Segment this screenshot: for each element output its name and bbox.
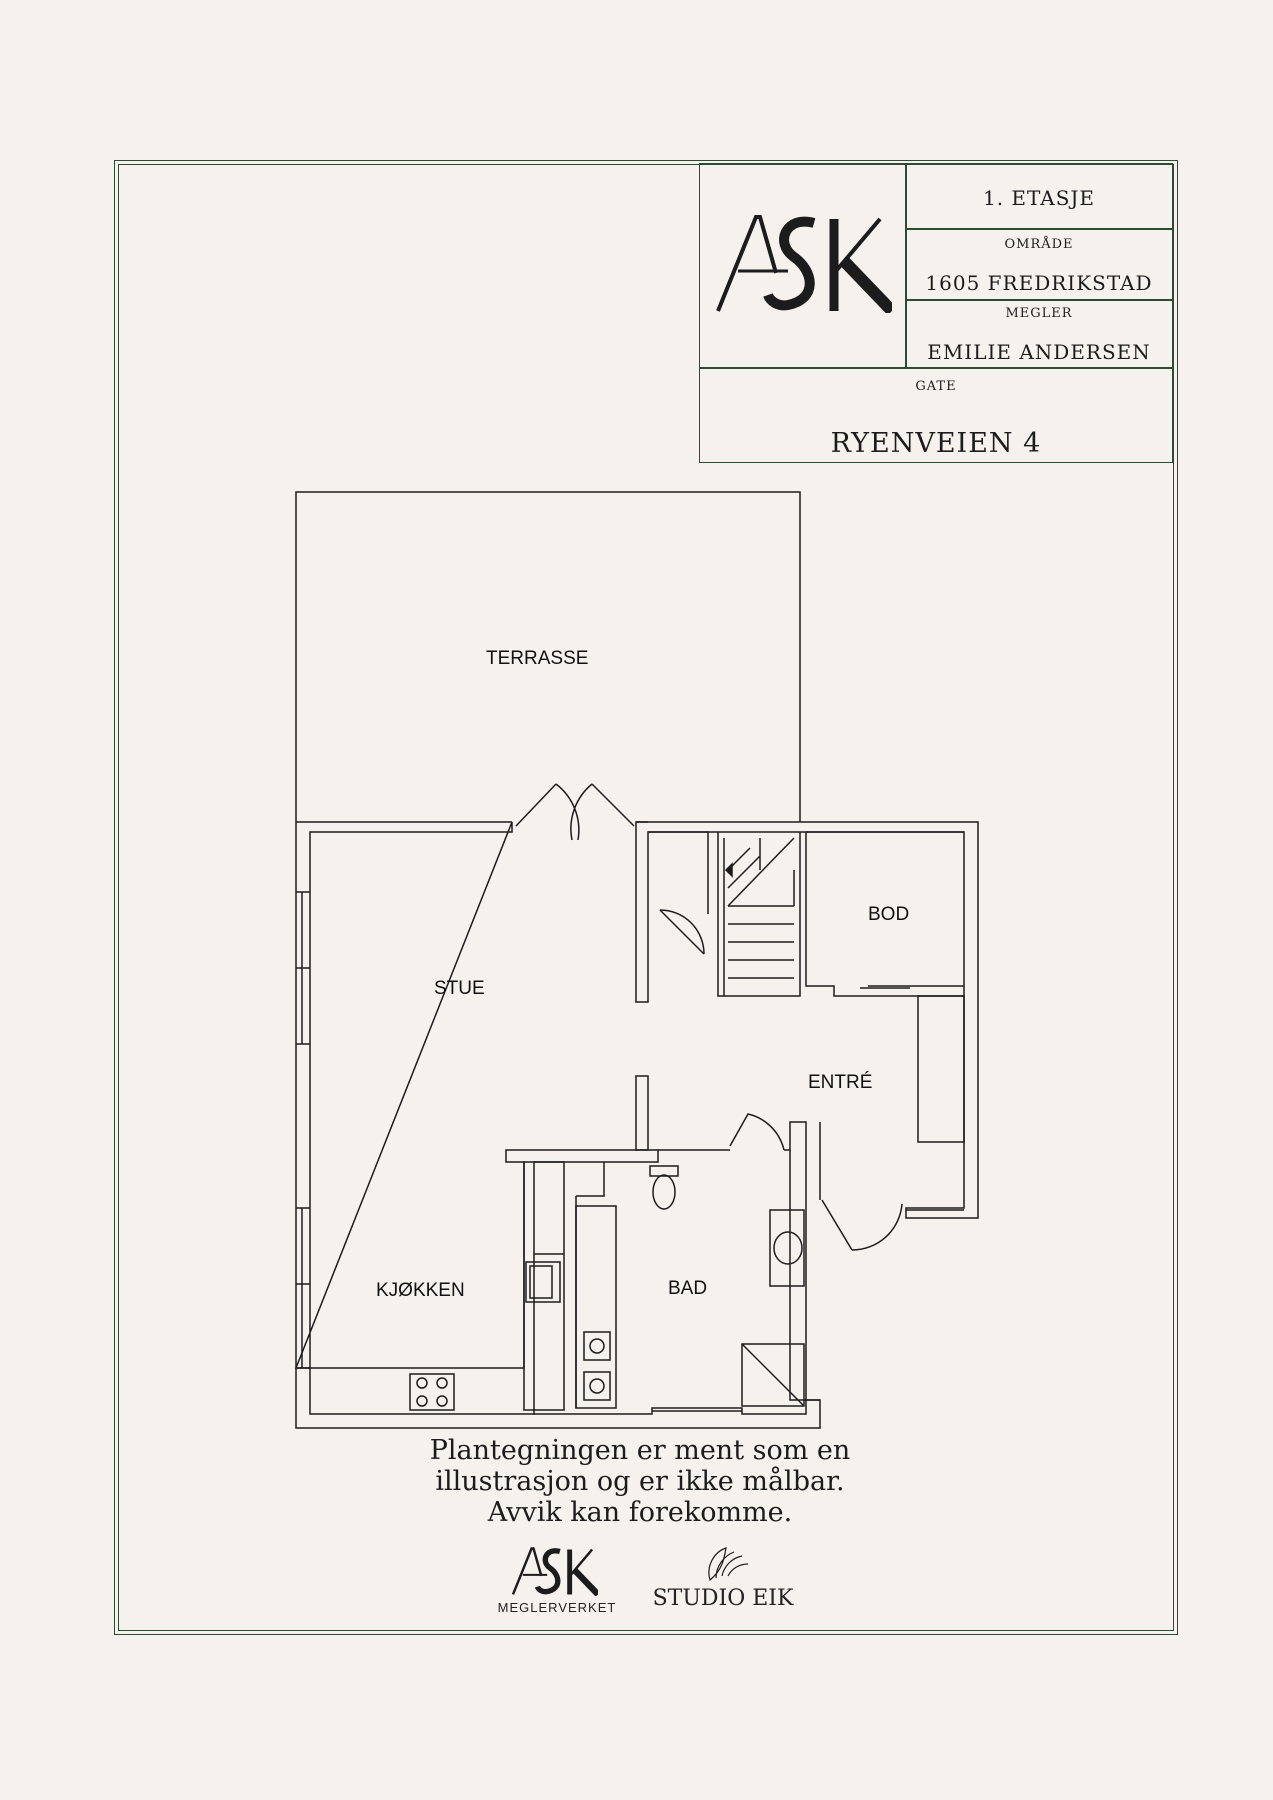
disclaimer-line: Avvik kan forekomme.: [487, 1497, 793, 1528]
stair-wall: [723, 838, 794, 996]
dryer-drum: [589, 1378, 605, 1394]
counter: [575, 1205, 617, 1409]
kitchen-sink-basin: [529, 1265, 553, 1299]
kitchen-counter-side: [523, 1161, 565, 1411]
area-caption: OMRÅDE: [1004, 237, 1074, 252]
terrace-door: [515, 783, 635, 827]
room-label-entre: ENTRÉ: [808, 1072, 872, 1093]
stove: [409, 1373, 455, 1411]
title-block: [699, 163, 1173, 463]
bath-wall: [789, 1122, 821, 1401]
toilet-tank: [649, 1165, 679, 1177]
agent-caption: MEGLER: [1005, 306, 1073, 321]
entry-bench: [917, 995, 965, 1143]
stove-burner: [436, 1395, 448, 1407]
kitchen-sink: [525, 1261, 561, 1303]
bath-door: [729, 1113, 785, 1151]
terrace-outline: [295, 491, 801, 822]
disclaimer-line: illustrasjon og er ikke målbar.: [435, 1466, 845, 1497]
bath-wall: [635, 1075, 649, 1151]
dryer: [583, 1371, 611, 1401]
washer: [583, 1331, 611, 1361]
stair-wall: [727, 837, 795, 907]
title-block-divider: [905, 163, 907, 368]
floor-label: 1. ETASJE: [982, 186, 1096, 210]
title-block-divider: [905, 228, 1173, 230]
toilet: [652, 1174, 676, 1210]
closet-door: [659, 909, 705, 955]
stove-burner: [416, 1377, 428, 1389]
bod-wall: [805, 831, 964, 997]
brand-caption: MEGLERVERKET: [497, 1600, 617, 1615]
stove-burner: [416, 1395, 428, 1407]
street-value: RYENVEIEN 4: [830, 428, 1042, 459]
closet-door: [659, 909, 705, 955]
area-value: 1605 FREDRIKSTAD: [925, 271, 1153, 295]
window: [296, 891, 310, 1369]
disclaimer-line: Plantegningen er ment som en: [429, 1435, 851, 1466]
shower-diagonal: [741, 1343, 805, 1407]
room-label-terrasse: TERRASSE: [486, 648, 588, 669]
title-block-divider: [905, 299, 1173, 301]
title-block-divider: [699, 367, 1173, 369]
ask-logo-small: [512, 1547, 598, 1596]
stove-burner: [436, 1377, 448, 1389]
outer-wall: [294, 821, 513, 1369]
studio-logo-text: STUDIO EIK: [652, 1586, 794, 1611]
sink: [773, 1231, 803, 1265]
outer-frame: [114, 160, 1178, 1635]
room-label-stue: STUE: [434, 978, 485, 999]
ask-logo: [716, 215, 892, 313]
shower: [741, 1343, 805, 1407]
inner-frame: [118, 164, 1174, 1631]
entry-door: [821, 1199, 903, 1251]
agent-value: EMILIE ANDERSEN: [927, 340, 1151, 364]
bath-wall: [575, 1162, 605, 1408]
terrace-door: [555, 783, 593, 841]
stair-arrow: [724, 862, 733, 878]
room-label-kjokken: KJØKKEN: [376, 1280, 465, 1301]
stair-wall: [717, 832, 801, 997]
closet-wall: [648, 831, 709, 914]
room-label-bad: BAD: [668, 1278, 707, 1299]
leaf-icon: [708, 1547, 749, 1582]
disclaimer: Plantegningen er ment som en illustrasjo…: [380, 1435, 900, 1528]
washer-drum: [589, 1338, 605, 1354]
outer-wall: [635, 821, 979, 1219]
room-label-bod: BOD: [868, 904, 909, 925]
street-caption: GATE: [915, 379, 957, 394]
outer-wall: [309, 1149, 659, 1415]
sink-cabinet: [769, 1209, 805, 1287]
